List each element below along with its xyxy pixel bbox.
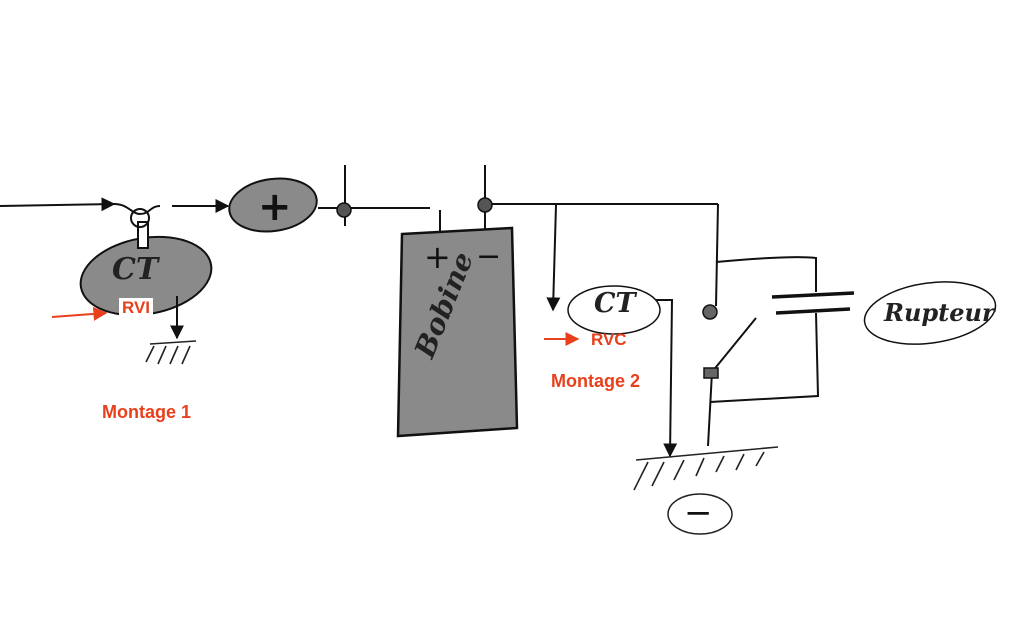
ct-wiring-montage-2: [546, 204, 678, 458]
ct-label-montage-1: CT: [112, 252, 159, 287]
ct-ellipse-montage-1: [79, 208, 213, 340]
ground-minus-sign: −: [684, 493, 713, 533]
rvc-label: RVC: [591, 330, 627, 349]
rupteur-contact-bottom: [703, 367, 719, 379]
rvi-label: RVI: [119, 298, 154, 318]
montage-2-label: Montage 2: [551, 371, 641, 391]
rupteur-label: Rupteur: [884, 298, 995, 327]
coil-bobine: [396, 197, 519, 438]
rupteur-circuit: [707, 203, 997, 447]
coil-minus-sign: −: [476, 239, 501, 274]
ct-label-montage-2: CT: [594, 288, 636, 319]
ground-symbol-main: [633, 446, 779, 535]
red-arrow-rvi: [51, 306, 108, 321]
montage-1-label: Montage 1: [102, 402, 192, 422]
rupteur-contact-top: [702, 304, 718, 320]
coil-plus-sign: +: [424, 238, 451, 276]
battery-plus-sign: +: [258, 184, 292, 230]
ground-symbol-montage-1: [145, 340, 197, 365]
battery-positive-terminal: [228, 177, 352, 233]
supply-wire: [0, 165, 718, 238]
